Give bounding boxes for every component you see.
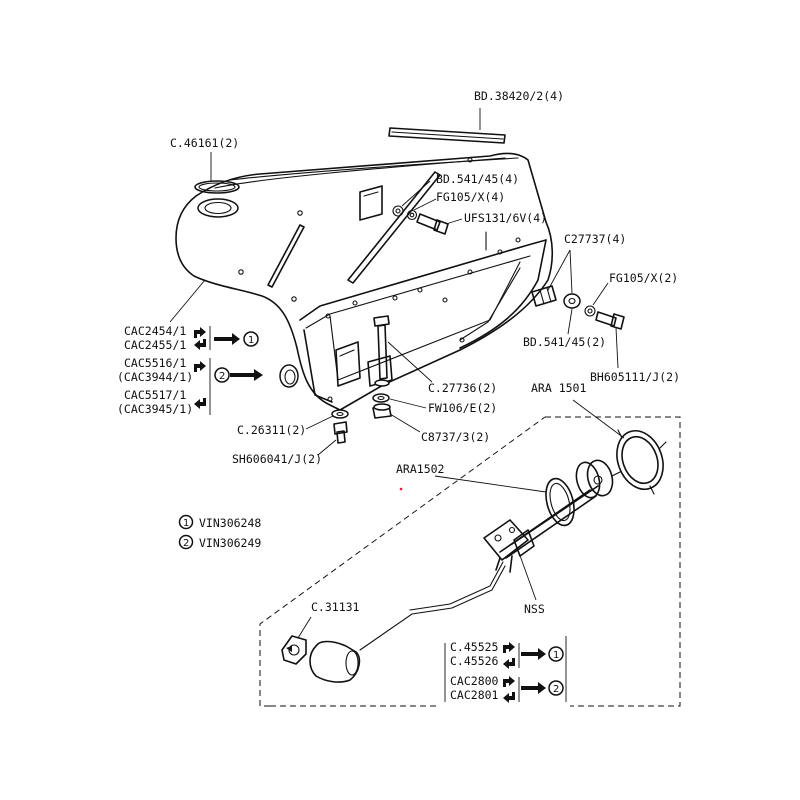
ref-circle-2 <box>548 680 564 696</box>
leader-nss <box>517 549 537 601</box>
leader-sh606041 <box>317 439 337 456</box>
tank-upper-right-part: CAC2455/1 <box>124 338 186 352</box>
tank-variant-group: CAC2454/1 CAC2455/1 CAC5516/1 (CAC3944/1… <box>117 324 263 416</box>
lh-arrow-icon <box>503 692 515 703</box>
arrow-to-ref-1 <box>521 648 546 660</box>
leader-c27737-a <box>547 249 571 291</box>
grommet <box>281 635 307 665</box>
fuel-sender-unit <box>359 459 614 651</box>
label-nss: NSS <box>524 602 545 616</box>
fuel-float <box>309 640 361 683</box>
tank-lower-b-left-part: CAC5517/1 <box>124 388 186 402</box>
label-c46161: C.46161(2) <box>170 136 239 150</box>
label-bd541-top: BD.541/45(4) <box>436 172 519 186</box>
ref-circle-1 <box>243 331 259 347</box>
lh-arrow-icon <box>503 658 515 669</box>
leader-bd541-right <box>567 308 573 335</box>
arrow-to-ref-1 <box>214 333 240 345</box>
legend-text-2: VIN306249 <box>199 536 261 550</box>
tank-lower-b-right-part: (CAC3945/1) <box>117 402 193 416</box>
sender-seal <box>545 477 575 527</box>
legend-num-2: 2 <box>183 538 189 549</box>
tank-lower-a-left-part: CAC5516/1 <box>124 356 186 370</box>
leader-fg105-right <box>592 282 609 306</box>
fuel-tank <box>175 152 554 411</box>
label-c26311: C.26311(2) <box>237 423 306 437</box>
sender-b-left-part: CAC2800 <box>450 674 499 688</box>
legend: 1 VIN306248 2 VIN306249 <box>178 514 261 550</box>
label-c8737: C8737/3(2) <box>421 430 490 444</box>
leader-bh605111 <box>615 327 619 369</box>
filler-neck-seal <box>194 180 240 194</box>
lh-arrow-icon <box>194 339 206 350</box>
label-bd38420: BD.38420/2(4) <box>474 89 564 103</box>
tank-upper-left-part: CAC2454/1 <box>124 324 186 338</box>
locking-ring <box>611 429 667 495</box>
lower-fixings <box>331 393 392 444</box>
leader-ara1501 <box>572 399 625 439</box>
label-c27736: C.27736(2) <box>428 381 497 395</box>
leader-c27736 <box>387 341 433 383</box>
leader-ara1502 <box>434 475 547 493</box>
sender-ref-1-num: 1 <box>553 650 559 661</box>
label-ara1502: ARA1502 <box>396 462 444 476</box>
arrow-after-ref-2 <box>230 369 263 381</box>
leader-c26311 <box>305 415 334 430</box>
label-bd541-right: BD.541/45(2) <box>523 335 606 349</box>
label-sh606041: SH606041/J(2) <box>232 452 322 466</box>
rh-arrow-icon <box>194 327 206 338</box>
lh-arrow-icon <box>194 398 206 409</box>
label-fg105-right: FG105/X(2) <box>609 271 678 285</box>
legend-text-1: VIN306248 <box>199 516 261 530</box>
leader-fw106 <box>389 398 427 409</box>
rh-arrow-icon <box>194 361 206 372</box>
label-c31131: C.31131 <box>311 600 360 614</box>
leader-fg105-top <box>413 198 437 211</box>
sender-a-left-part: C.45525 <box>450 640 498 654</box>
leader-c31131 <box>297 616 312 639</box>
ref-circle-2 <box>214 367 230 383</box>
tank-stud <box>373 315 390 387</box>
tank-strap-rod <box>388 127 506 144</box>
leader-c27737-b <box>569 249 573 294</box>
arrow-to-ref-2 <box>521 682 546 694</box>
sender-assembly-boundary <box>259 416 681 707</box>
leader-bd541-top <box>401 180 431 207</box>
ref-circle-1 <box>548 646 564 662</box>
tank-lower-a-right-part: (CAC3944/1) <box>117 370 193 384</box>
ref-circle-2-num: 2 <box>219 371 225 382</box>
label-c27737: C27737(4) <box>564 232 626 246</box>
red-mark <box>399 487 403 491</box>
right-mounting-hardware <box>531 285 625 330</box>
rh-arrow-icon <box>503 642 515 653</box>
ref-circle-1-num: 1 <box>248 335 254 346</box>
rh-arrow-icon <box>503 676 515 687</box>
leader-ufs131 <box>445 218 463 225</box>
label-fg105-top: FG105/X(4) <box>436 190 505 204</box>
label-fw106: FW106/E(2) <box>428 401 497 415</box>
label-ufs131: UFS131/6V(4) <box>464 211 547 225</box>
leader-tank-cac <box>169 279 206 323</box>
sender-ref-2-num: 2 <box>553 684 559 695</box>
legend-num-1: 1 <box>183 518 189 529</box>
sender-variant-group: C.45525 C.45526 CAC2800 CAC2801 1 2 <box>444 636 567 703</box>
sender-a-right-part: C.45526 <box>450 654 499 668</box>
label-bh605111: BH605111/J(2) <box>590 370 680 384</box>
leader-c8737 <box>389 413 421 433</box>
label-ara1501: ARA 1501 <box>531 381 586 395</box>
top-mounting-hardware <box>392 205 449 235</box>
sender-b-right-part: CAC2801 <box>450 688 499 702</box>
